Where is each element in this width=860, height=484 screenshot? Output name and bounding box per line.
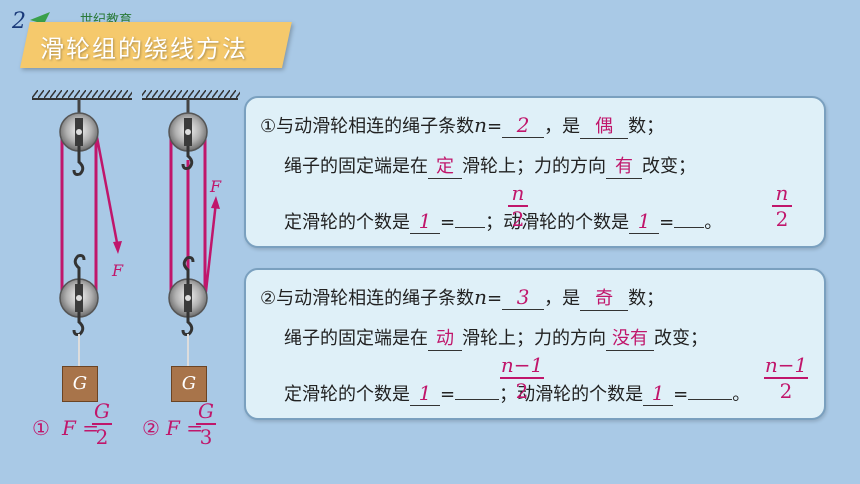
info-card-1: ①与动滑轮相连的绳子条数n=2，是偶数； 绳子的固定端是在定滑轮上；力的方向有改… [244, 96, 826, 248]
pulley-system-1 [59, 99, 122, 366]
ceiling-left [32, 90, 132, 100]
answer-parity: 奇 [595, 288, 614, 309]
answer-parity: 偶 [595, 116, 614, 137]
card2-line2: 绳子的固定端是在动滑轮上；力的方向没有改变； [284, 324, 708, 351]
page-title: 滑轮组的绕线方法 [40, 35, 248, 63]
answer-count: 3 [516, 285, 530, 309]
formula-lhs: F = [166, 416, 203, 440]
formula-lhs: F = [62, 416, 99, 440]
formula-index: ① [32, 416, 50, 440]
leaf-icon [30, 12, 50, 24]
hook-icon [72, 146, 85, 176]
info-card-2: ②与动滑轮相连的绳子条数n=3，是奇数； 绳子的固定端是在动滑轮上；力的方向没有… [244, 268, 826, 420]
pulley-diagram: F F [32, 90, 240, 366]
card2-line1: ②与动滑轮相连的绳子条数n=3，是奇数； [260, 285, 665, 311]
logo-mark-icon: 2 [11, 9, 26, 32]
force-arrow-icon-2 [211, 196, 220, 209]
card1-line1: ①与动滑轮相连的绳子条数n=2，是偶数； [260, 113, 665, 139]
pulley-system-2 [168, 99, 220, 366]
weight-block-1: G [62, 366, 98, 402]
force-label-2: F [209, 177, 222, 196]
answer-direction: 有 [615, 156, 633, 177]
force-label-1: F [111, 261, 124, 280]
ceiling-right [142, 90, 240, 100]
answer-direction: 没有 [612, 328, 648, 349]
answer-fixed-end: 动 [436, 328, 454, 349]
force-arrow-icon [113, 241, 122, 254]
weight-block-2: G [171, 366, 207, 402]
answer-fixed-end: 定 [436, 156, 454, 177]
card1-line2: 绳子的固定端是在定滑轮上；力的方向有改变； [284, 152, 696, 179]
answer-count: 2 [516, 113, 530, 137]
formula-index: ② [142, 416, 160, 440]
